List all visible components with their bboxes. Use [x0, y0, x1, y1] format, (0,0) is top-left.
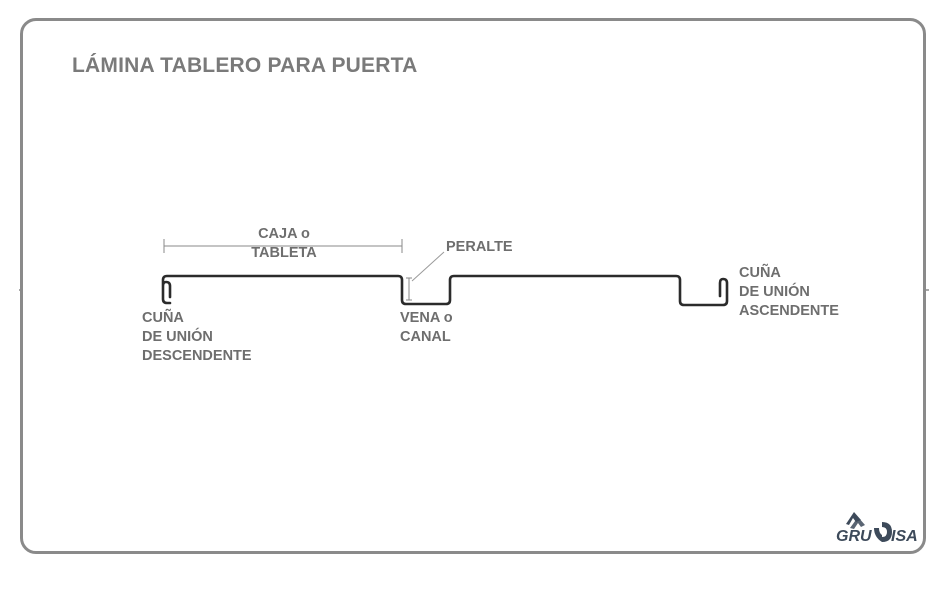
vena-label: VENA o CANAL — [400, 309, 453, 347]
caja-label-line2: TABLETA — [251, 245, 317, 261]
cuna-ascendente-label: CUÑA DE UNIÓN ASCENDENTE — [739, 264, 839, 321]
cuna-asc-line3: ASCENDENTE — [739, 303, 839, 319]
peralte-label: PERALTE — [446, 239, 513, 255]
caja-label-line1: CAJA o — [258, 226, 310, 242]
logo-mark-icon — [846, 512, 892, 542]
cuna-desc-line2: DE UNIÓN — [142, 329, 213, 345]
vena-label-line2: CANAL — [400, 329, 451, 345]
cuna-asc-line1: CUÑA — [739, 265, 781, 281]
caja-dimension-line — [163, 239, 403, 253]
caja-label: CAJA o TABLETA — [244, 225, 324, 263]
cuna-desc-line3: DESCENDENTE — [142, 348, 252, 364]
grudisa-logo: GRU ISA — [834, 508, 920, 548]
vena-label-line1: VENA o — [400, 310, 453, 326]
cuna-desc-line1: CUÑA — [142, 310, 184, 326]
peralte-leader — [406, 251, 445, 301]
cuna-descendente-label: CUÑA DE UNIÓN DESCENDENTE — [142, 309, 252, 366]
sheet-profile — [161, 274, 729, 307]
diagram-title: LÁMINA TABLERO PARA PUERTA — [72, 54, 418, 77]
logo-text-left: GRU — [836, 528, 872, 545]
logo-text-right: ISA — [891, 528, 918, 545]
cuna-asc-line2: DE UNIÓN — [739, 284, 810, 300]
